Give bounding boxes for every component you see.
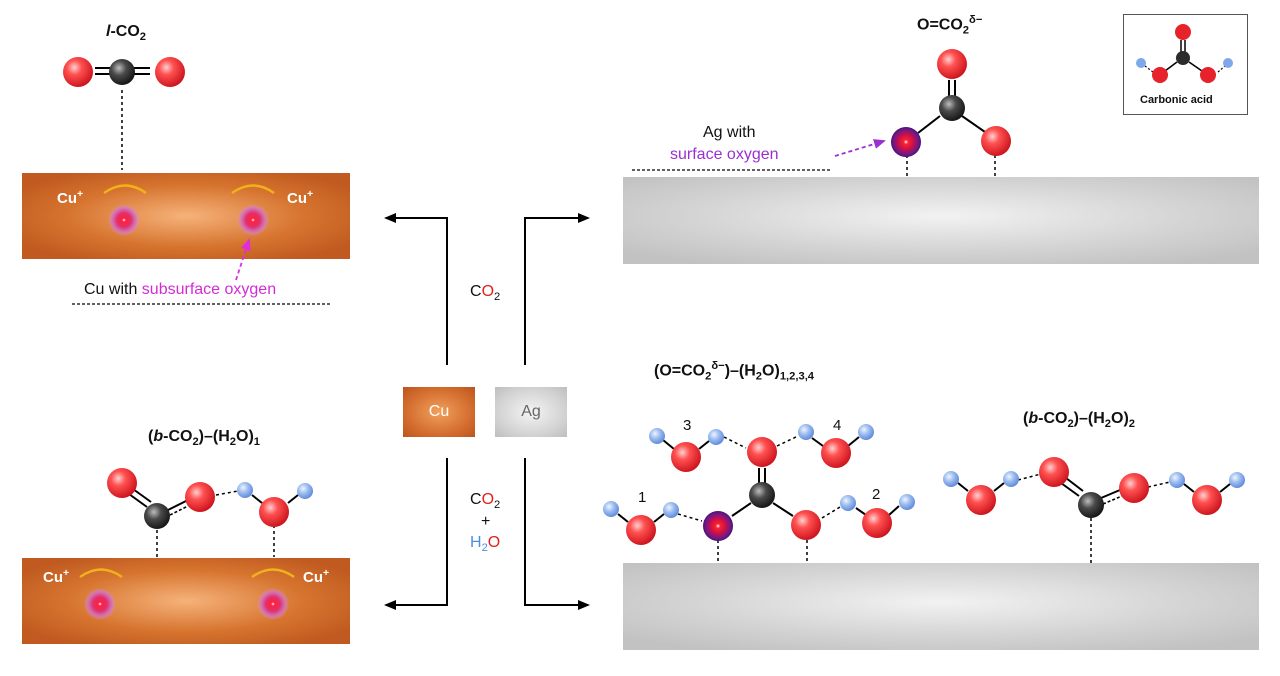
hydrogen-atom bbox=[649, 428, 665, 444]
hydrogen-atom bbox=[663, 502, 679, 518]
surface-oxygen bbox=[703, 511, 733, 541]
cu-plus-label: Cu+ bbox=[57, 188, 84, 207]
oxygen-atom bbox=[107, 468, 137, 498]
flow-arrows bbox=[384, 213, 590, 610]
oxygen-atom bbox=[259, 497, 289, 527]
bent-co2-water-ag bbox=[943, 457, 1245, 563]
oxygen-atom bbox=[791, 510, 821, 540]
bent-co2-water-cu bbox=[107, 468, 313, 557]
cu-plus-arcs-bottom bbox=[79, 568, 295, 579]
ag-surface-bottom bbox=[623, 563, 1259, 650]
carbon-atom bbox=[1078, 492, 1104, 518]
cu-plus-label: Cu+ bbox=[43, 567, 70, 586]
hydrogen-atom bbox=[1169, 472, 1185, 488]
hydrogen-atom bbox=[1003, 471, 1019, 487]
plus-sign: + bbox=[481, 513, 491, 530]
subsurface-oxygen bbox=[108, 204, 140, 236]
oxygen-atom bbox=[747, 437, 777, 467]
hydrogen-atom bbox=[798, 424, 814, 440]
oxygen-atom bbox=[1119, 473, 1149, 503]
ag-surface-top bbox=[623, 177, 1259, 264]
oxygen-atom bbox=[155, 57, 185, 87]
title-bent-co2-water-2: (b-CO2)–(H2O)2 bbox=[1023, 410, 1136, 431]
linear-co2-molecule bbox=[63, 57, 185, 170]
oxygen-atom bbox=[821, 438, 851, 468]
oxygen-atom bbox=[1192, 485, 1222, 515]
title-carbonate: O=CO2δ− bbox=[917, 14, 983, 37]
h2o-reactant-label: H2O bbox=[470, 534, 501, 555]
carbonic-acid-label: Carbonic acid bbox=[1140, 94, 1213, 106]
oxygen-atom bbox=[981, 126, 1011, 156]
cu-plus-arcs-top bbox=[103, 184, 275, 195]
oxygen-atom bbox=[626, 515, 656, 545]
subsurface-oxygen bbox=[237, 204, 269, 236]
title-carbonate-water: (O=CO2δ−)–(H2O)1,2,3,4 bbox=[654, 360, 815, 383]
title-linear-co2: l-CO2 bbox=[106, 23, 147, 44]
ag-catalyst-button[interactable]: Ag bbox=[495, 387, 567, 437]
arrow-to-cu-top bbox=[384, 213, 448, 365]
carbon-atom bbox=[749, 482, 775, 508]
carbon-atom bbox=[144, 503, 170, 529]
title-bent-co2-water-1: (b-CO2)–(H2O)1 bbox=[148, 428, 261, 449]
cu-surface-bottom bbox=[22, 558, 350, 644]
hydrogen-atom bbox=[297, 483, 313, 499]
hydrogen-atom bbox=[858, 424, 874, 440]
co2-reactant-label: CO2 bbox=[470, 283, 501, 304]
carbonate-water-cluster bbox=[603, 424, 915, 563]
subsurface-oxygen bbox=[84, 588, 116, 620]
carbon-atom bbox=[109, 59, 135, 85]
co2-water-reactant-label: CO2 bbox=[470, 491, 501, 512]
oxygen-atom bbox=[185, 482, 215, 512]
cu-subsurface-description: Cu with subsurface oxygen bbox=[84, 281, 277, 298]
oxygen-atom bbox=[1039, 457, 1069, 487]
ag-description-line1: Ag with bbox=[703, 124, 756, 141]
oxygen-atom bbox=[671, 442, 701, 472]
cu-plus-label: Cu+ bbox=[303, 567, 330, 586]
oxygen-atom bbox=[862, 508, 892, 538]
water-number-2: 2 bbox=[872, 486, 881, 503]
purple-arrow bbox=[834, 139, 886, 157]
arrow-to-ag-top bbox=[524, 213, 590, 365]
arrow-to-ag-bottom bbox=[524, 458, 590, 610]
subsurface-oxygen bbox=[257, 588, 289, 620]
hydrogen-atom bbox=[603, 501, 619, 517]
cu-plus-label: Cu+ bbox=[287, 188, 314, 207]
surface-oxygen bbox=[891, 127, 921, 157]
water-number-4: 4 bbox=[833, 417, 842, 434]
hydrogen-atom bbox=[840, 495, 856, 511]
hydrogen-atom bbox=[1229, 472, 1245, 488]
hydrogen-atom bbox=[237, 482, 253, 498]
oxygen-atom bbox=[937, 49, 967, 79]
carbon-atom bbox=[939, 95, 965, 121]
hydrogen-atom bbox=[708, 429, 724, 445]
magenta-arrow bbox=[235, 238, 251, 281]
water-number-1: 1 bbox=[638, 489, 647, 506]
arrow-to-cu-bottom bbox=[384, 458, 448, 610]
hydrogen-atom bbox=[943, 471, 959, 487]
carbonate-molecule-top bbox=[891, 49, 1011, 177]
ag-description-line2: surface oxygen bbox=[670, 146, 779, 163]
cu-surface-top bbox=[22, 173, 350, 259]
oxygen-atom bbox=[63, 57, 93, 87]
hydrogen-atom bbox=[899, 494, 915, 510]
oxygen-atom bbox=[966, 485, 996, 515]
water-number-3: 3 bbox=[683, 417, 692, 434]
cu-catalyst-button[interactable]: Cu bbox=[403, 387, 475, 437]
